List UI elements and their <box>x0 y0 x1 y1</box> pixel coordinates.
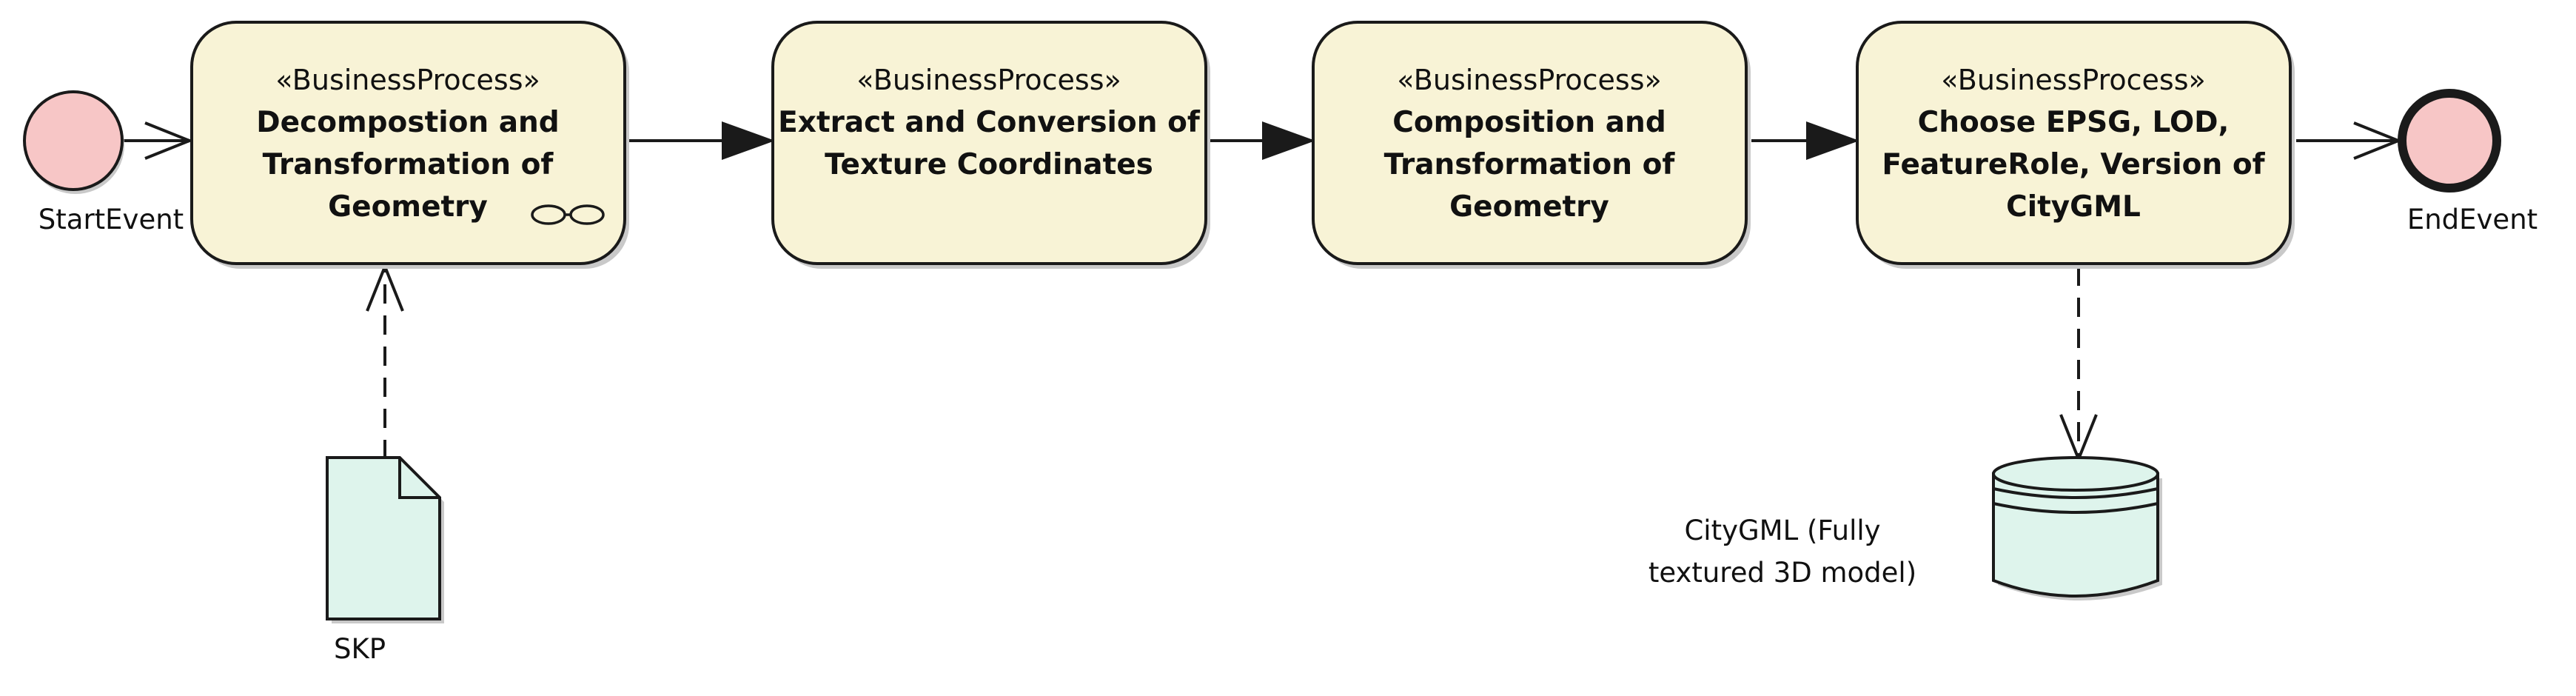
end-event-label: EndEvent <box>2407 204 2538 235</box>
sequence-flows <box>124 121 2403 160</box>
business-process-3[interactable]: «BusinessProcess» Composition and Transf… <box>1312 21 1751 269</box>
end-event-circle[interactable] <box>2398 89 2501 193</box>
glasses-icon <box>531 204 605 225</box>
process-2-box[interactable] <box>771 21 1207 265</box>
start-event-circle[interactable] <box>23 90 124 191</box>
process-1-title-line-2: Transformation of <box>263 148 554 181</box>
business-process-1[interactable]: «BusinessProcess» Decompostion and Trans… <box>190 21 629 269</box>
citygml-label-line-2: textured 3D model) <box>1648 557 1916 589</box>
business-process-4[interactable]: «BusinessProcess» Choose EPSG, LOD, Feat… <box>1856 21 2295 269</box>
process-2-title-line-1: Extract and Conversion of <box>778 106 1201 139</box>
database-icon[interactable] <box>1992 456 2159 598</box>
citygml-output-datastore[interactable]: CityGML (Fully textured 3D model) <box>1648 456 2162 600</box>
start-event[interactable]: StartEvent <box>23 90 184 235</box>
start-event-label: StartEvent <box>38 204 184 235</box>
process-2-title-line-2: Texture Coordinates <box>825 148 1153 181</box>
process-3-title-line-1: Composition and <box>1392 106 1666 139</box>
document-icon[interactable] <box>326 456 441 620</box>
process-2-stereotype: «BusinessProcess» <box>856 64 1121 96</box>
business-process-2[interactable]: «BusinessProcess» Extract and Conversion… <box>771 21 1210 269</box>
skp-input-document[interactable]: SKP <box>326 456 444 665</box>
process-4-title-line-2: FeatureRole, Version of <box>1882 148 2265 181</box>
process-4-title-line-1: Choose EPSG, LOD, <box>1918 106 2230 139</box>
process-1-title-line-1: Decompostion and <box>256 106 559 139</box>
process-1-box[interactable] <box>190 21 626 265</box>
citygml-label-line-1: CityGML (Fully <box>1684 515 1880 546</box>
process-4-title-line-3: CityGML <box>2006 190 2141 224</box>
open-arrowhead <box>144 121 194 160</box>
process-3-title-line-2: Transformation of <box>1384 148 1676 181</box>
skp-label: SKP <box>334 633 386 665</box>
process-4-box[interactable] <box>1856 21 2292 265</box>
process-1-stereotype: «BusinessProcess» <box>275 64 540 96</box>
process-3-box[interactable] <box>1312 21 1748 265</box>
end-event[interactable]: EndEvent <box>2398 89 2538 235</box>
process-3-stereotype: «BusinessProcess» <box>1397 64 1662 96</box>
process-1-title-line-3: Geometry <box>328 190 488 224</box>
process-3-title-line-3: Geometry <box>1449 190 1609 224</box>
data-associations <box>366 262 2098 464</box>
process-4-stereotype: «BusinessProcess» <box>1941 64 2206 96</box>
